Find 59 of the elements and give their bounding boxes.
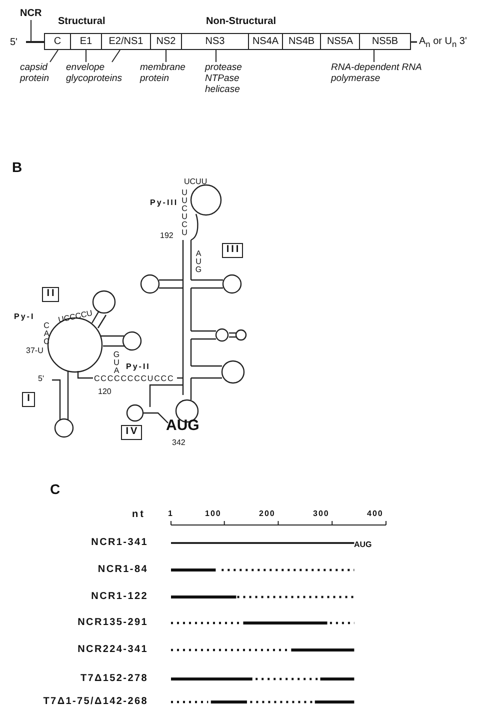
tick-label: 300	[313, 508, 330, 519]
panel-letter: B	[12, 160, 22, 175]
leader-line	[50, 50, 58, 62]
construct-name: NCR1-122	[91, 591, 148, 602]
construct-name: NCR1-341	[91, 537, 148, 548]
gene-segment: NS4A	[248, 33, 283, 50]
sequence-text: GUA	[112, 350, 120, 374]
annotation-text: membrane protein	[140, 62, 198, 84]
section-heading: Structural	[58, 16, 106, 27]
tick-label: 100	[205, 508, 222, 519]
gene-segment: NS3	[181, 33, 249, 50]
region-label: Py-I	[14, 311, 35, 322]
start-codon-label: AUG	[354, 539, 372, 550]
domain-number: III	[222, 243, 243, 258]
end-label: 5'	[10, 37, 18, 48]
domain-number: IV	[121, 425, 142, 440]
position-number: 192	[160, 230, 174, 241]
sequence-text: UUCUCU	[180, 188, 188, 236]
annotation-text: RNA-dependent RNA polymerase	[331, 62, 431, 84]
tick-label: 400	[367, 508, 384, 519]
construct-name: NCR1-84	[98, 564, 148, 575]
region-label: Py-III	[150, 197, 178, 208]
gene-segment: NS4B	[282, 33, 321, 50]
gene-segment: NS5B	[359, 33, 411, 50]
position-number: 342	[172, 437, 186, 448]
position-number: 120	[98, 386, 112, 397]
noncoding-region-line	[26, 41, 44, 43]
end-label: A$_{n}$ or U$_{n}$ 3'	[419, 36, 467, 50]
gene-segment: E2/NS1	[101, 33, 151, 50]
tick-label: 200	[259, 508, 276, 519]
sequence-text: 37-U	[26, 345, 44, 356]
region-label: NCR	[20, 8, 42, 19]
construct-name: T7Δ152-278	[80, 673, 148, 684]
construct-name: NCR224-341	[78, 644, 148, 655]
section-heading: Non-Structural	[206, 16, 276, 27]
axis-label: nt	[132, 509, 146, 520]
annotation-text: capsid protein	[20, 62, 60, 84]
sequence-text: UCCCCU	[57, 308, 94, 326]
gene-segment: NS2	[150, 33, 182, 50]
construct-name: NCR135-291	[78, 617, 148, 628]
annotation-text: envelope glycoproteins	[66, 62, 138, 84]
region-label: Py-II	[126, 361, 150, 372]
annotation-text: protease NTPase helicase	[205, 62, 260, 95]
tick-label: 1	[168, 508, 172, 519]
sequence-text: CCCCCCCCUCCC	[94, 373, 174, 384]
gene-segment: E1	[70, 33, 102, 50]
start-codon-label: AUG	[166, 418, 200, 434]
sequence-text: CAC	[42, 321, 50, 345]
leader-line	[112, 50, 120, 62]
leader-line	[30, 20, 32, 42]
domain-number: I	[22, 392, 35, 407]
construct-name: T7Δ1-75/Δ142-268	[43, 696, 148, 707]
gene-segment: C	[44, 33, 71, 50]
domain-number: II	[42, 287, 59, 302]
end-label: 5'	[38, 373, 44, 384]
gene-segment: NS5A	[320, 33, 360, 50]
sequence-text: AUG	[194, 249, 202, 273]
panel-letter: C	[50, 482, 60, 497]
sequence-text: UCUU	[184, 176, 208, 187]
